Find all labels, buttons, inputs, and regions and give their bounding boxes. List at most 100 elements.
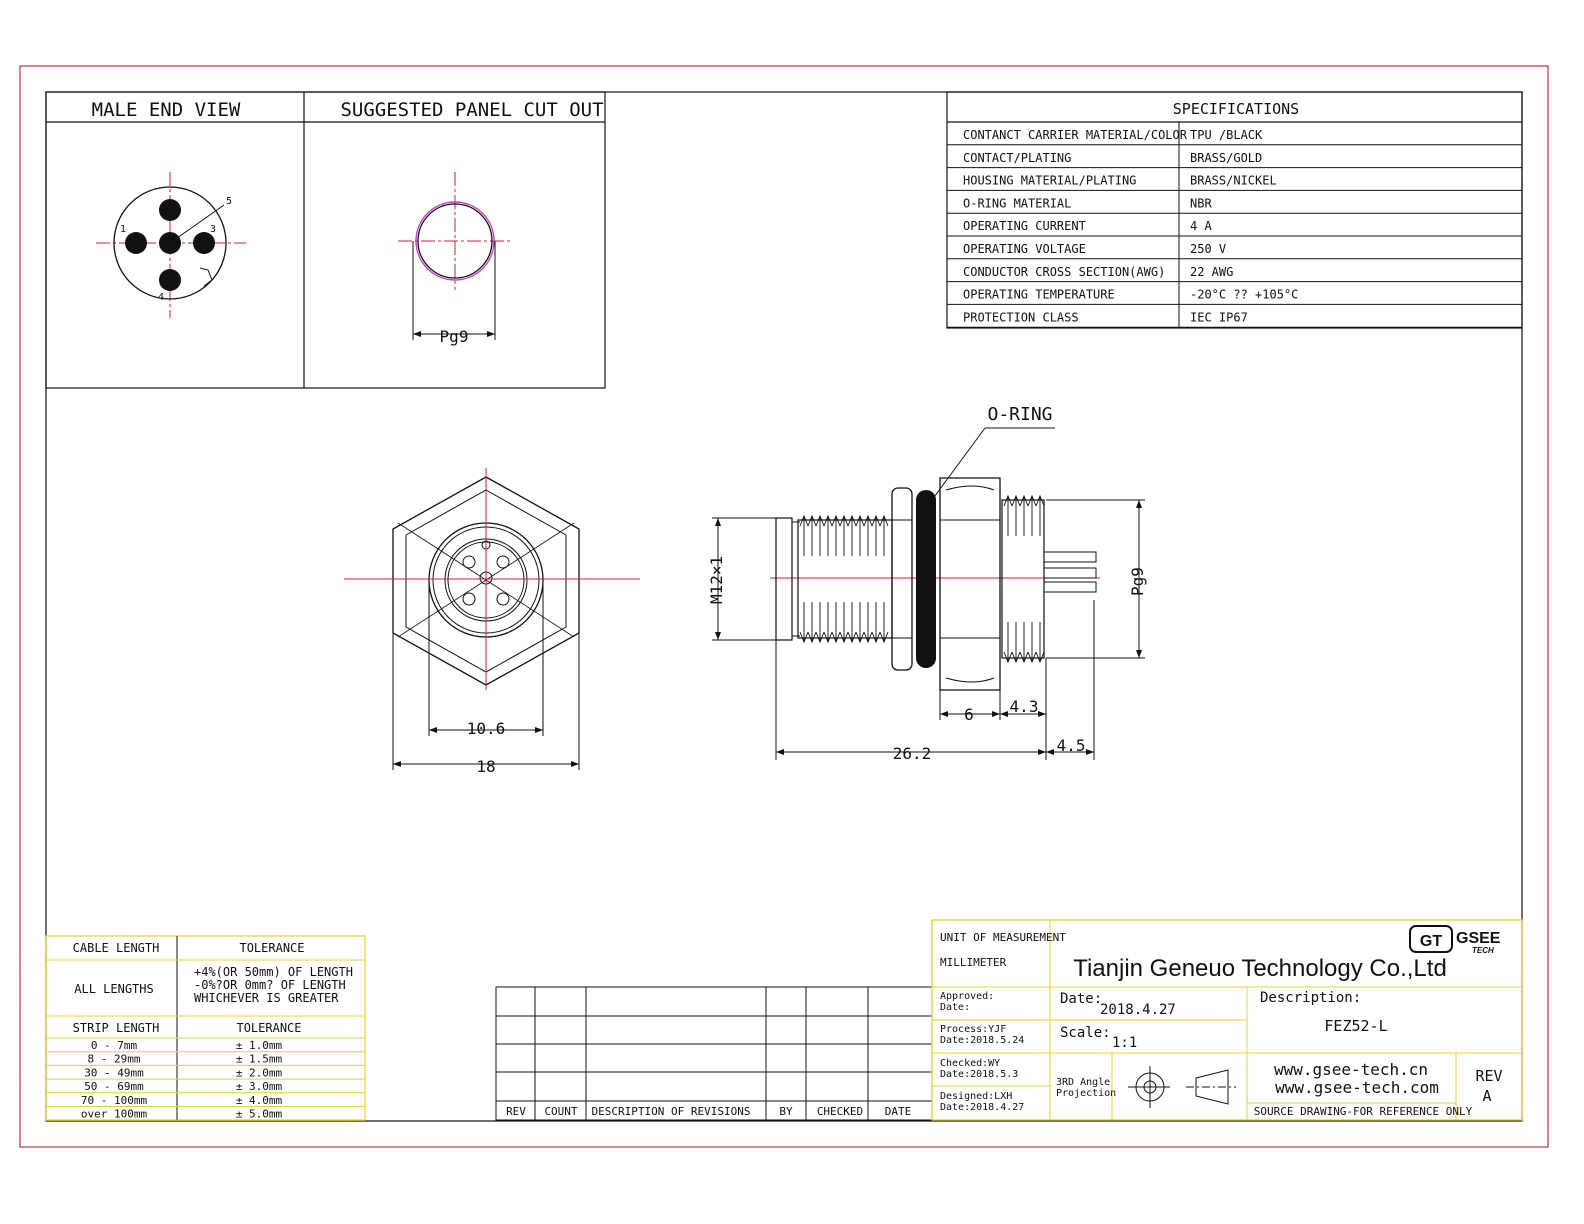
tol-line-3: WHICHEVER IS GREATER [194,991,339,1005]
logo-sub: TECH [1472,946,1494,955]
spec-value: -20°C ?? +105°C [1190,288,1298,302]
panel-cut-out-title: SUGGESTED PANEL CUT OUT [340,99,603,121]
strip-range: 50 - 69mm [84,1080,144,1093]
side-view-drawing: O-RING M12×1 Pg9 6 4.3 26.2 4.5 [707,404,1147,763]
title-block: UNIT OF MEASUREMENT MILLIMETER Tianjin G… [931,919,1523,1121]
strip-length-header: STRIP LENGTH [73,1021,160,1035]
spec-value: 22 AWG [1190,265,1233,279]
outer-frame [19,65,1549,1148]
pin-2 [125,232,147,254]
dim-4-5: 4.5 [1057,736,1086,755]
source-note: SOURCE DRAWING-FOR REFERENCE ONLY [1254,1105,1473,1118]
spec-label: CONTANCT CARRIER MATERIAL/COLOR [963,128,1188,142]
spec-label: O-RING MATERIAL [963,196,1071,210]
third-angle-projection-symbol [1128,1066,1236,1108]
company-name: Tianjin Geneuo Technology Co.,Ltd [1073,955,1447,982]
designed-label: Designed:LXH [940,1091,1012,1102]
strip-range: 70 - 100mm [81,1094,148,1107]
description-value: FEZ52-L [1324,1017,1387,1035]
process-date: Date:2018.5.24 [940,1035,1024,1046]
description-header: DESCRIPTION OF REVISIONS [592,1105,751,1118]
pg9-label: Pg9 [1128,567,1147,596]
panel-cut-out-drawing: Pg9 [398,172,510,346]
svg-text:5: 5 [226,196,232,207]
gsee-logo: GT GSEE TECH [1409,925,1501,955]
spec-value: BRASS/NICKEL [1190,174,1277,188]
thread-label: M12×1 [707,556,726,604]
strip-tolerance: ± 1.0mm [236,1039,283,1052]
projection-line-1: 3RD Angle [1056,1077,1110,1088]
description-label: Description: [1260,990,1361,1006]
revisions-table: REV COUNT DESCRIPTION OF REVISIONS BY CH… [495,986,933,1121]
cable-length-header: CABLE LENGTH [73,941,160,955]
svg-text:4: 4 [158,292,164,303]
strip-range: 8 - 29mm [88,1053,141,1066]
process-label: Process:YJF [940,1024,1006,1035]
strip-range: over 100mm [81,1108,148,1121]
scale-label: Scale: [1060,1025,1111,1041]
svg-text:3: 3 [210,224,216,235]
website-cn[interactable]: www.gsee-tech.cn [1274,1060,1428,1079]
logo-name: GSEE [1456,930,1501,947]
dim-26-2: 26.2 [893,744,932,763]
spec-value: NBR [1190,196,1212,210]
spec-label: OPERATING VOLTAGE [963,242,1086,256]
panel-dim-label: Pg9 [440,327,469,346]
spec-label: CONTACT/PLATING [963,151,1071,165]
strip-range: 0 - 7mm [91,1039,138,1052]
specifications-table: SPECIFICATIONS CONTANCT CARRIER MATERIAL… [946,91,1523,329]
unit-label: UNIT OF MEASUREMENT [940,931,1066,944]
specs-title: SPECIFICATIONS [1173,100,1299,118]
tolerance-table: CABLE LENGTH TOLERANCE ALL LENGTHS +4%(O… [45,935,366,1121]
o-ring-label: O-RING [987,404,1052,425]
spec-value: TPU /BLACK [1190,128,1263,142]
dim-6: 6 [964,705,974,724]
spec-value: 4 A [1190,219,1212,233]
checked-header: CHECKED [817,1105,863,1118]
thread-lines [799,514,889,644]
website-com[interactable]: www.gsee-tech.com [1275,1078,1439,1097]
checked-date: Date:2018.5.3 [940,1069,1018,1080]
designed-date: Date:2018.4.27 [940,1102,1024,1113]
strip-tolerance: ± 1.5mm [236,1053,283,1066]
svg-text:1: 1 [120,224,126,235]
spec-value: BRASS/GOLD [1190,151,1262,165]
spec-label: PROTECTION CLASS [963,310,1079,324]
tol-line-1: +4%(OR 50mm) OF LENGTH [194,965,353,979]
dim-4-3: 4.3 [1010,697,1039,716]
spec-value: 250 V [1190,242,1226,256]
rev-value: A [1482,1087,1491,1105]
scale-value: 1:1 [1112,1035,1137,1051]
logo-mark: GT [1420,933,1442,950]
front-view-drawing: 10.6 18 [344,468,640,776]
strip-tolerance: ± 4.0mm [236,1094,283,1107]
thread-lines [1003,494,1045,664]
count-header: COUNT [544,1105,577,1118]
inner-border [45,91,1523,1122]
strip-tolerance: ± 3.0mm [236,1080,283,1093]
approved-date-label: Date: [940,1002,970,1013]
pin-3 [193,232,215,254]
strip-tolerance-header: TOLERANCE [236,1021,301,1035]
all-lengths: ALL LENGTHS [74,982,153,996]
male-end-view-drawing: 5 1 3 4 [96,172,246,318]
strip-range: 30 - 49mm [84,1066,144,1079]
rev-label: REV [1475,1067,1502,1085]
strip-tolerance: ± 5.0mm [236,1108,283,1121]
pin-4 [159,269,181,291]
spec-label: HOUSING MATERIAL/PLATING [963,174,1136,188]
pin-1 [159,199,181,221]
strip-tolerance: ± 2.0mm [236,1066,283,1079]
tol-line-2: -0%?OR 0mm? OF LENGTH [194,978,346,992]
checked-label: Checked:WY [940,1058,1000,1069]
unit-value: MILLIMETER [940,956,1007,969]
by-header: BY [779,1105,793,1118]
spec-label: OPERATING CURRENT [963,219,1086,233]
dim-10-6: 10.6 [467,719,506,738]
date-value: 2018.4.27 [1100,1002,1176,1018]
tolerance-header: TOLERANCE [239,941,304,955]
projection-line-2: Projection [1056,1088,1116,1099]
spec-label: OPERATING TEMPERATURE [963,288,1115,302]
dim-18: 18 [476,757,495,776]
